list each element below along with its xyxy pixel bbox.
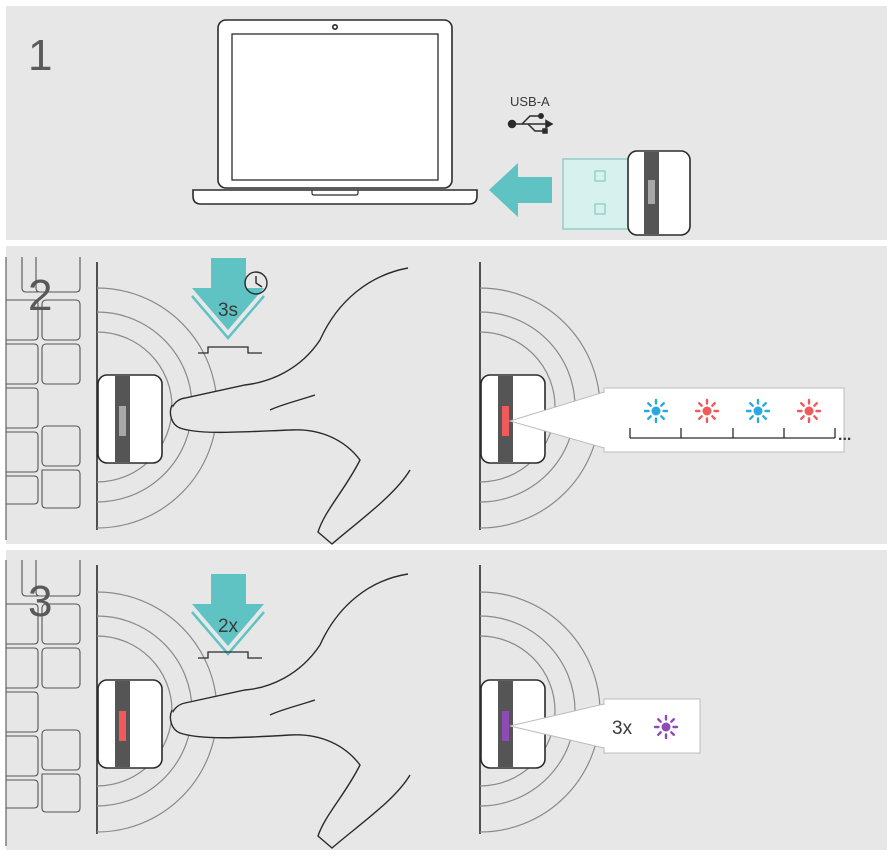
- usb-dongle-step-1: [562, 150, 691, 236]
- usb-dongle-step-3-press: [97, 679, 163, 769]
- button-base: [198, 346, 262, 354]
- hand-pressing-icon-3: [169, 573, 411, 849]
- dongle-led: [648, 180, 655, 204]
- blink-light-icon: [745, 398, 771, 424]
- press-count-label: 2x: [218, 616, 239, 637]
- blink-light-icon: [653, 714, 679, 740]
- step-1-number: 1: [28, 31, 52, 80]
- step-2-number: 2: [28, 271, 52, 320]
- usb-dongle-step-3-connected: [480, 679, 546, 769]
- plug-contact-top: [594, 170, 606, 182]
- press-arrow-2x: 2x: [191, 574, 265, 656]
- usb-symbol-icon: [507, 113, 554, 134]
- step-3-number: 3: [28, 577, 52, 626]
- dongle-led: [119, 406, 126, 436]
- timeline-ellipsis: ...: [838, 427, 851, 444]
- callout-join-3: [602, 705, 606, 747]
- callout-join: [602, 393, 606, 447]
- dongle-led: [502, 711, 509, 741]
- dongle-led: [119, 711, 126, 741]
- plug-contact-bottom: [594, 203, 606, 215]
- confirmation-label: 3x: [612, 718, 633, 739]
- dongle-led: [502, 406, 509, 436]
- pairing-callout-box: [603, 387, 845, 453]
- keyboard-icon: [5, 257, 81, 540]
- usb-a-label: USB-A: [510, 94, 550, 109]
- laptop-icon: [192, 19, 478, 205]
- clock-icon: [244, 271, 268, 295]
- usb-dongle-step-2-pairing: [480, 374, 546, 464]
- confirmation-callout-box: [603, 698, 701, 754]
- press-duration-label: 3s: [218, 300, 238, 321]
- button-base-3: [198, 651, 262, 659]
- blink-light-icon: [796, 398, 822, 424]
- hand-pressing-icon: [169, 267, 411, 545]
- pairing-timeline: [629, 428, 836, 439]
- usb-dongle-step-2-press: [97, 374, 163, 464]
- blink-light-icon: [694, 398, 720, 424]
- insert-arrow-icon: [489, 163, 552, 217]
- press-arrow-3s: 3s: [191, 258, 265, 340]
- blink-sequence: [643, 398, 822, 424]
- blink-light-icon: [643, 398, 669, 424]
- keyboard-icon-step-3: [5, 560, 81, 846]
- purple-blink-icon: [653, 714, 679, 740]
- usb-plug: [562, 158, 636, 230]
